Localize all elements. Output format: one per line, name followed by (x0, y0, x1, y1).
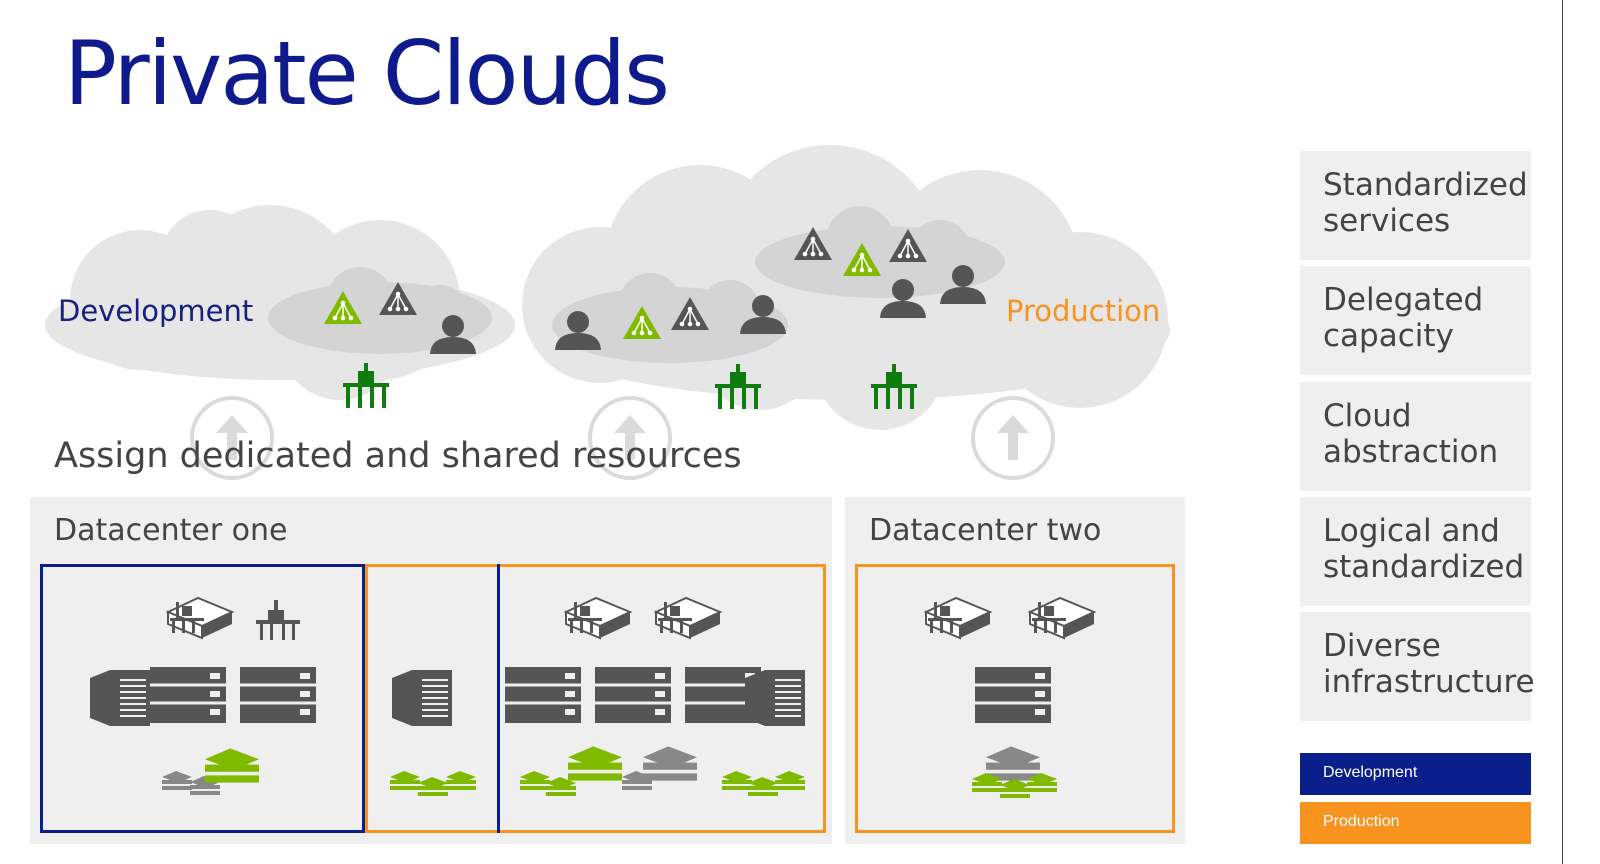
server-rack-icon (238, 665, 318, 725)
assign-resources-caption: Assign dedicated and shared resources (54, 436, 742, 476)
switch-icon (167, 597, 233, 639)
storage-icon (390, 771, 420, 790)
storage-icon (418, 777, 448, 796)
side-card-cloud-abstraction: Cloud abstraction (1300, 382, 1531, 491)
switch-icon (565, 597, 631, 639)
production-resource-pane (365, 564, 826, 833)
side-card-line: standardized (1323, 549, 1525, 585)
production-resource-pane (855, 564, 1175, 833)
storage-icon (748, 777, 778, 796)
side-card-line: services (1323, 203, 1451, 239)
side-card-line: Diverse (1323, 628, 1441, 664)
hardware-icons (89, 597, 1095, 798)
network-icon (256, 600, 300, 640)
side-card-logical-standardized: Logical and standardized (1300, 497, 1531, 606)
side-card-line: capacity (1323, 318, 1454, 354)
server-icon (744, 669, 806, 727)
storage-icon (162, 771, 192, 790)
side-card-line: Cloud (1323, 398, 1412, 434)
datacenter-two-title: Datacenter two (869, 513, 1102, 548)
storage-icon (643, 746, 697, 781)
side-card-line: abstraction (1323, 434, 1499, 470)
side-card-delegated-capacity: Delegated capacity (1300, 266, 1531, 375)
side-card-line: infrastructure (1323, 664, 1535, 700)
server-rack-icon (593, 665, 673, 725)
storage-icon (446, 771, 476, 790)
storage-icon (568, 746, 622, 781)
legend-development: Development (1300, 753, 1531, 795)
side-card-diverse-infrastructure: Diverse infrastructure (1300, 612, 1535, 721)
page-title: Private Clouds (64, 22, 670, 125)
switch-icon (1029, 597, 1095, 639)
legend-production: Production (1300, 802, 1531, 844)
server-icon (89, 669, 151, 727)
storage-icon (986, 746, 1040, 781)
side-card-standardized-services: Standardized services (1300, 151, 1531, 260)
cloud-diagram (45, 145, 1170, 480)
server-rack-icon (973, 665, 1053, 725)
storage-icon (775, 771, 805, 790)
side-card-line: Logical and (1323, 513, 1500, 549)
switch-icon (925, 597, 991, 639)
datacenter-one-title: Datacenter one (54, 513, 288, 548)
slide-edge-divider (1562, 0, 1563, 864)
storage-icon (520, 771, 550, 790)
shared-pane-divider (497, 564, 500, 833)
server-rack-icon (148, 665, 228, 725)
server-rack-icon (503, 665, 583, 725)
switch-icon (655, 597, 721, 639)
development-cloud-label: Development (58, 294, 254, 328)
storage-icon (1000, 779, 1030, 798)
side-card-line: Standardized (1323, 167, 1528, 203)
storage-icon (722, 771, 752, 790)
storage-icon (205, 748, 259, 783)
production-cloud-label: Production (1006, 294, 1161, 328)
server-icon (391, 669, 453, 727)
side-card-line: Delegated (1323, 282, 1484, 318)
development-resource-pane (40, 564, 365, 833)
